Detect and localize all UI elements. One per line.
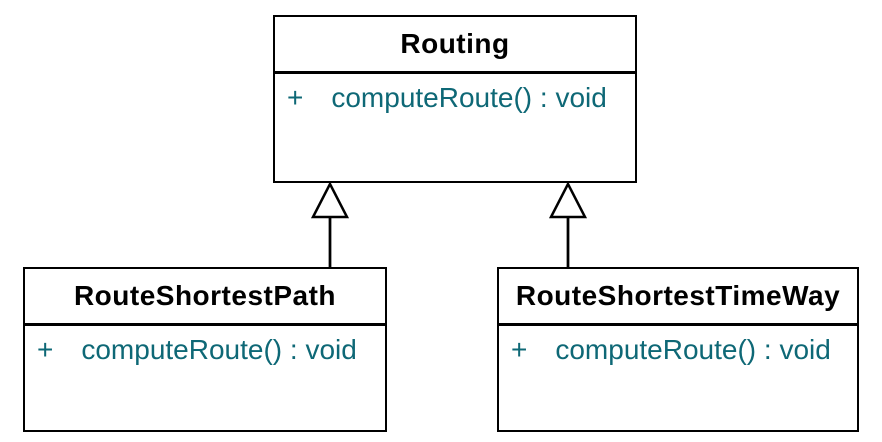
method-row: + computeRoute() : void — [37, 334, 377, 366]
hollow-triangle-icon — [310, 181, 350, 219]
generalization-routeshortesttimeway-to-routing — [548, 181, 588, 267]
members-compartment: + computeRoute() : void — [499, 326, 857, 366]
method-row: + computeRoute() : void — [287, 82, 627, 114]
generalization-routeshortestpath-to-routing — [310, 181, 350, 267]
method-signature: computeRoute() : void — [555, 334, 831, 365]
class-box-routeshortesttimeway: RouteShortestTimeWay + computeRoute() : … — [497, 267, 859, 432]
class-name: Routing — [275, 17, 635, 74]
members-compartment: + computeRoute() : void — [25, 326, 385, 366]
class-box-routing: Routing + computeRoute() : void — [273, 15, 637, 183]
method-signature: computeRoute() : void — [81, 334, 357, 365]
class-name: RouteShortestPath — [25, 269, 385, 326]
visibility-public-symbol: + — [37, 334, 54, 365]
class-name: RouteShortestTimeWay — [499, 269, 857, 326]
members-compartment: + computeRoute() : void — [275, 74, 635, 114]
visibility-public-symbol: + — [287, 82, 304, 113]
hollow-triangle-icon — [548, 181, 588, 219]
method-row: + computeRoute() : void — [511, 334, 849, 366]
method-signature: computeRoute() : void — [331, 82, 607, 113]
class-box-routeshortestpath: RouteShortestPath + computeRoute() : voi… — [23, 267, 387, 432]
visibility-public-symbol: + — [511, 334, 528, 365]
